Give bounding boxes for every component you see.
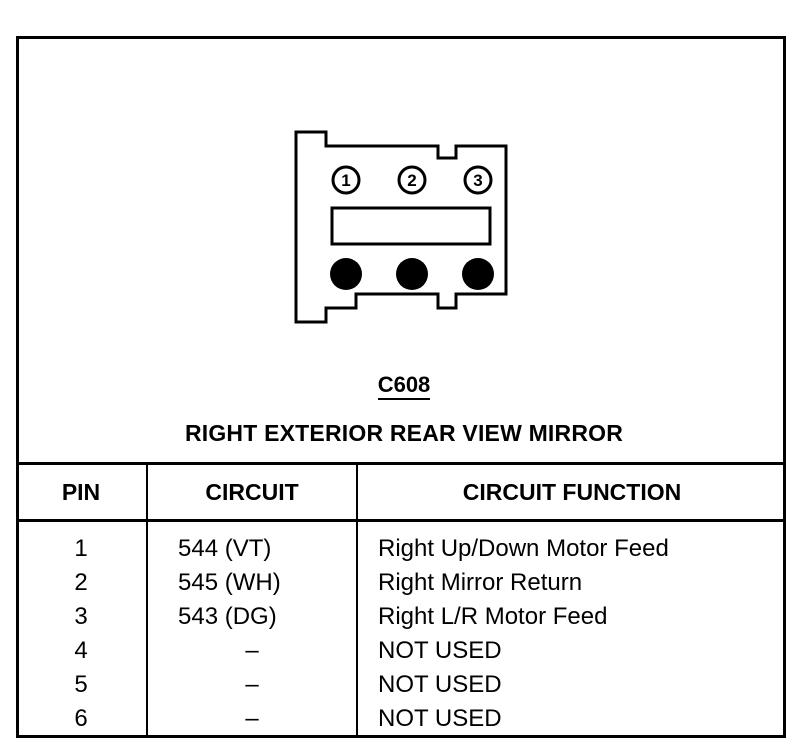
row-function: NOT USED (378, 705, 502, 732)
row-circuit: – (147, 668, 358, 702)
table-row: 2 545 (WH) Right Mirror Return (16, 566, 786, 600)
row-circuit: 544 (VT) (147, 520, 358, 566)
row-pin: 4 (16, 634, 148, 668)
table-row: 4 – NOT USED (16, 634, 786, 668)
header-circuit: CIRCUIT (147, 462, 358, 522)
connector-outline (294, 130, 508, 324)
row-circuit: – (147, 634, 358, 668)
diagram-frame (16, 36, 786, 738)
terminal-dot-1 (330, 258, 362, 290)
pin-label-2: 2 (407, 171, 416, 190)
row-pin: 3 (16, 600, 148, 634)
pin-1-circle: 1 (331, 165, 361, 195)
pin-table: PIN CIRCUIT CIRCUIT FUNCTION 1 544 (VT) … (16, 462, 786, 736)
row-circuit: – (147, 702, 358, 736)
row-function: Right Up/Down Motor Feed (378, 535, 669, 562)
row-pin: 2 (16, 566, 148, 600)
row-function: NOT USED (378, 637, 502, 664)
connector-code: C608 (0, 372, 808, 400)
table-row: 1 544 (VT) Right Up/Down Motor Feed (16, 520, 786, 566)
row-function: NOT USED (378, 671, 502, 698)
table-row: 3 543 (DG) Right L/R Motor Feed (16, 600, 786, 634)
terminal-dot-3 (462, 258, 494, 290)
row-circuit: 543 (DG) (147, 600, 358, 634)
row-pin: 5 (16, 668, 148, 702)
row-function: Right Mirror Return (378, 569, 583, 596)
row-circuit: 545 (WH) (147, 566, 358, 600)
connector-title: RIGHT EXTERIOR REAR VIEW MIRROR (184, 420, 624, 446)
pin-label-3: 3 (473, 171, 482, 190)
row-function: Right L/R Motor Feed (378, 603, 608, 630)
row-pin: 1 (16, 520, 148, 566)
table-header-row: PIN CIRCUIT CIRCUIT FUNCTION (16, 462, 786, 522)
table-row: 6 – NOT USED (16, 702, 786, 736)
pin-3-circle: 3 (463, 165, 493, 195)
terminal-dot-2 (396, 258, 428, 290)
pin-2-circle: 2 (397, 165, 427, 195)
header-circuit-function: CIRCUIT FUNCTION (357, 462, 786, 522)
row-pin: 6 (16, 702, 148, 736)
connector-latch (330, 206, 492, 246)
table-row: 5 – NOT USED (16, 668, 786, 702)
pin-label-1: 1 (341, 171, 350, 190)
header-pin: PIN (16, 462, 148, 522)
